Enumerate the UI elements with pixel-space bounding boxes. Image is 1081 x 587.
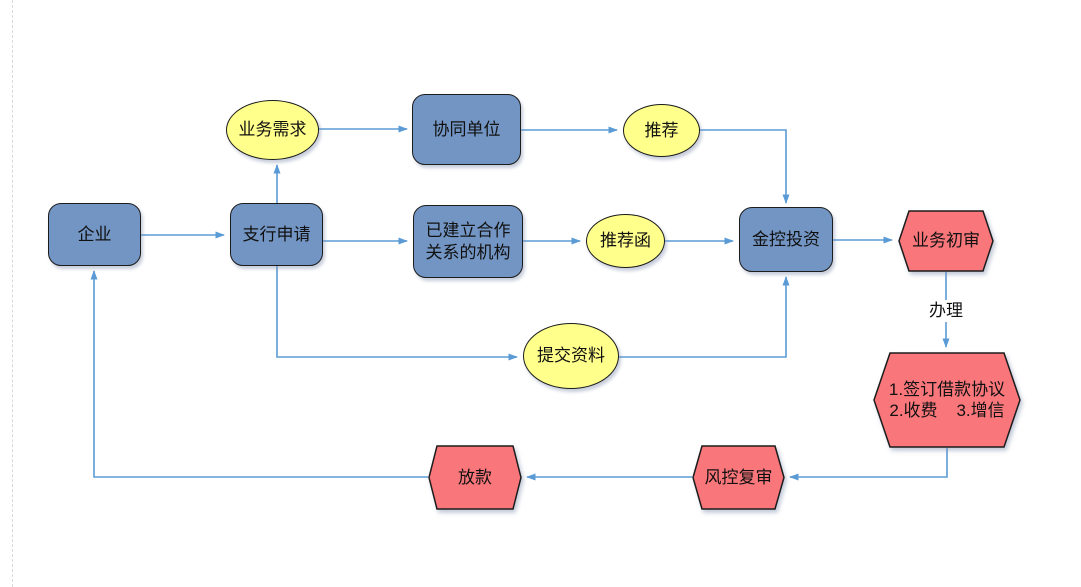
- node-recommend: 推荐: [623, 104, 700, 157]
- hexagon-shape: [898, 210, 994, 272]
- edge-submit-to-jinkong: [619, 276, 790, 358]
- node-risk-review: 风控复审: [692, 445, 785, 510]
- node-partner-institutions: 已建立合作关系的机构: [413, 205, 523, 278]
- node-loan-disbursement: 放款: [428, 445, 522, 510]
- node-jinkong-investment: 金控投资: [739, 207, 833, 272]
- hexagon-shape: [428, 445, 522, 510]
- hexagon-shape: [873, 352, 1021, 448]
- node-enterprise: 企业: [48, 203, 141, 266]
- node-submit-materials: 提交资料: [523, 323, 619, 389]
- page-margin-guide: [12, 0, 13, 587]
- node-enterprise-label: 企业: [77, 224, 112, 244]
- node-collaborating-unit: 协同单位: [412, 94, 521, 165]
- edge-sign-to-risk: [789, 448, 948, 481]
- node-preliminary-review-label: 业务初审: [912, 231, 980, 251]
- node-preliminary-review: 业务初审: [898, 210, 994, 272]
- node-branch-application: 支行申请: [230, 203, 323, 266]
- node-recommendation-letter-label: 推荐函: [600, 231, 651, 251]
- node-recommend-label: 推荐: [644, 120, 679, 140]
- node-branch-application-label: 支行申请: [242, 224, 311, 244]
- node-partner-institutions-label: 已建立合作关系的机构: [425, 221, 511, 262]
- node-loan-disbursement-label: 放款: [458, 467, 492, 487]
- node-jinkong-investment-label: 金控投资: [752, 229, 820, 249]
- node-business-demand-label: 业务需求: [238, 120, 307, 140]
- edge-recommend-to-jinkong: [700, 129, 790, 204]
- edge-loan-to-enterprise: [90, 270, 428, 478]
- edge-branch-to-submit: [276, 266, 518, 361]
- edge-label-handle: 办理: [922, 300, 970, 322]
- node-collaborating-unit-label: 协同单位: [432, 119, 501, 139]
- node-recommendation-letter: 推荐函: [586, 214, 665, 268]
- hexagon-shape: [692, 445, 785, 510]
- node-business-demand: 业务需求: [226, 100, 319, 160]
- node-submit-materials-label: 提交资料: [537, 346, 605, 366]
- node-risk-review-label: 风控复审: [704, 467, 773, 487]
